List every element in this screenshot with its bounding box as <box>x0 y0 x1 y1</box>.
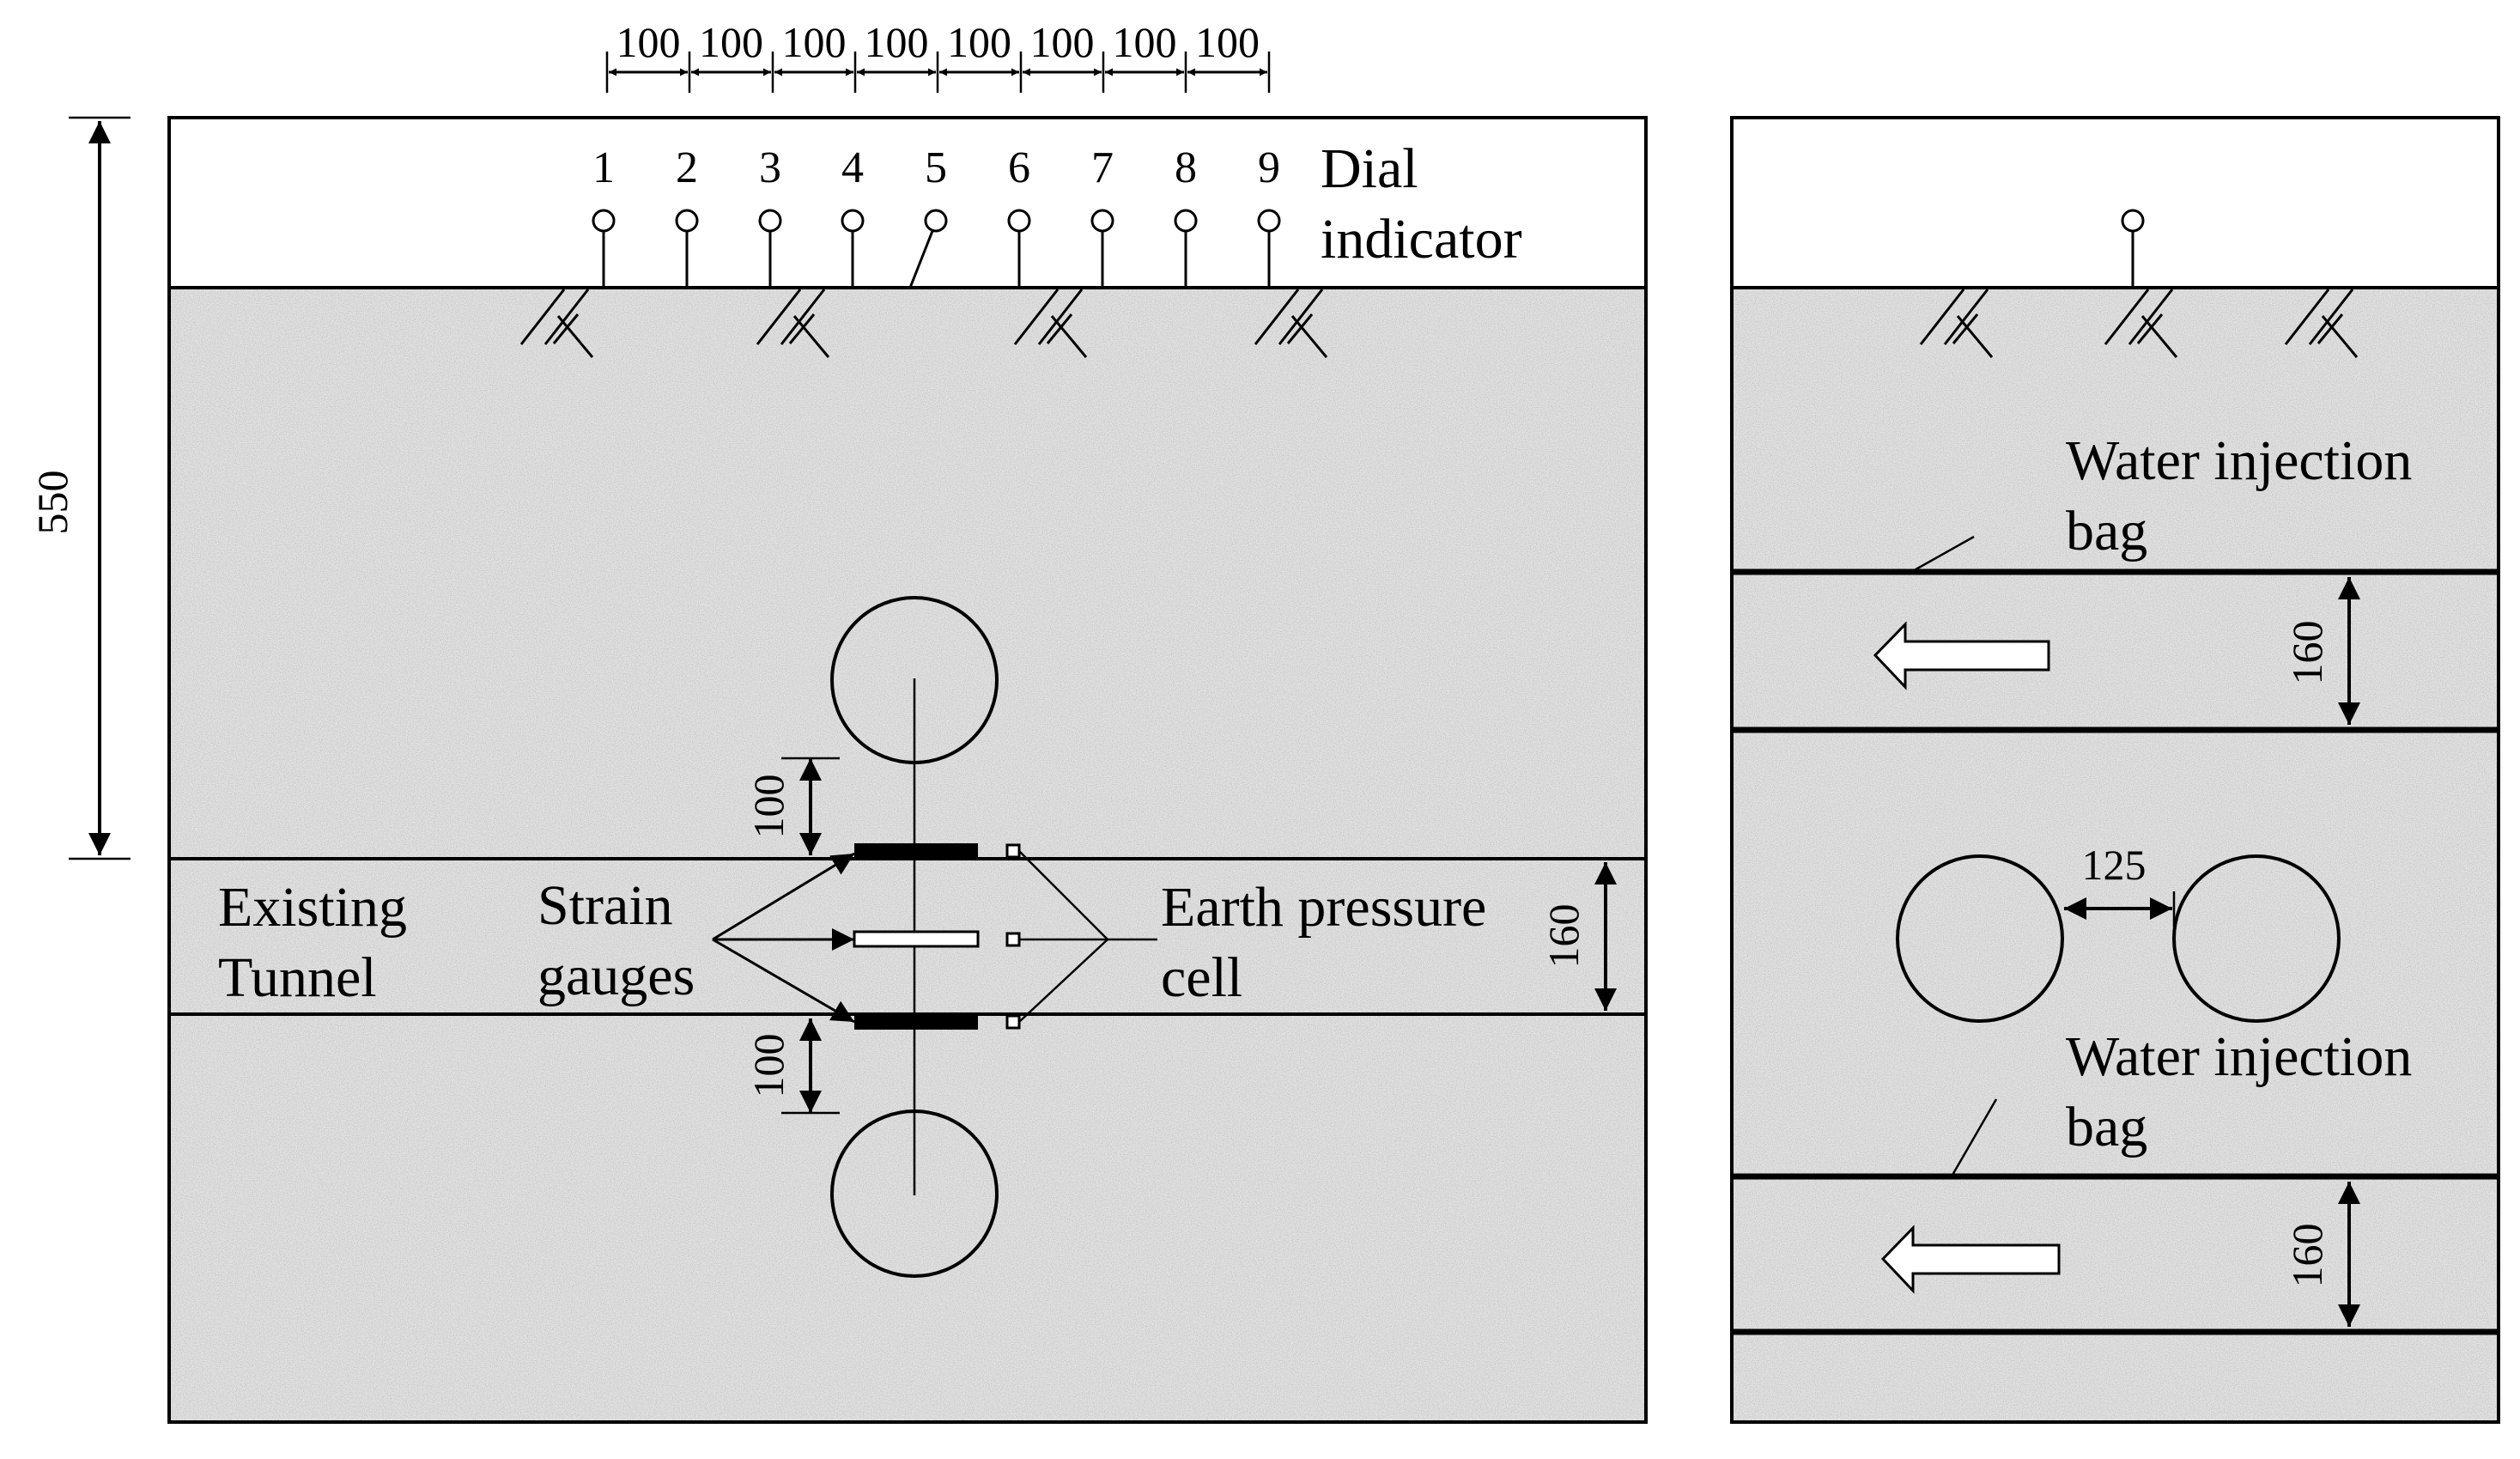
dial-stem <box>908 230 934 289</box>
dimension-label-2: 100 <box>699 18 763 66</box>
dial-indicator-4: 4 <box>841 143 865 288</box>
ground-hatch-1 <box>519 289 594 358</box>
dial-gauge-icon <box>592 209 616 233</box>
strain-gauges-label-line2: gauges <box>537 945 695 1007</box>
dimension-label-8: 100 <box>1195 18 1260 66</box>
dimension-label-6: 100 <box>1030 18 1095 66</box>
top-dimension-chain: 100 100 100 100 100 100 100 100 <box>605 18 1271 93</box>
right-dial-indicator <box>2121 209 2145 233</box>
dial-gauge-icon <box>1090 209 1114 233</box>
dial-number-label: 8 <box>1175 143 1197 192</box>
upper-water-bag-label-line2: bag <box>2066 500 2147 562</box>
dimension-label-3: 100 <box>782 18 847 66</box>
strain-gauge-bottom <box>854 1014 978 1030</box>
dial-number-label: 4 <box>841 143 864 192</box>
tunnel-width-dimension-label: 160 <box>1539 904 1588 969</box>
dial-gauge-icon <box>1174 209 1198 233</box>
right-pipe-circle <box>2172 854 2341 1023</box>
dial-indicator-8: 8 <box>1174 143 1198 288</box>
right-ground-hatch-1 <box>1919 289 1994 358</box>
strain-gauges-label-line1: Strain <box>537 874 673 937</box>
dial-gauge-icon <box>1257 209 1281 233</box>
existing-tunnel-label-line1: Existing <box>218 876 407 939</box>
earth-pressure-cell-label-line2: cell <box>1161 946 1242 1009</box>
earth-pressure-cell-label-line1: Earth pressure <box>1161 876 1486 939</box>
left-panel-frame <box>167 116 1648 1424</box>
dial-indicator-label-line1: Dial <box>1321 137 1418 200</box>
ground-hatch-3 <box>1013 289 1088 358</box>
upper-gap-dimension-label: 100 <box>744 775 792 839</box>
dial-number-label: 2 <box>676 143 698 192</box>
dimension-label-4: 100 <box>865 18 929 66</box>
right-soil-grain <box>1732 288 2499 1422</box>
dimension-label-5: 100 <box>947 18 1011 66</box>
dial-indicator-3: 3 <box>758 143 782 288</box>
strain-gauge-leader-bottom <box>712 938 855 1024</box>
pipe-spacing-dimension-label: 125 <box>2082 841 2147 889</box>
upper-direction-arrow <box>1873 621 2050 690</box>
ground-hatch-2 <box>756 289 830 358</box>
dial-number-label: 1 <box>592 143 615 192</box>
lower-water-bag-label-line1: Water injection <box>2066 1025 2412 1088</box>
ground-hatch-4 <box>1254 289 1328 358</box>
upper-water-bag-label-line1: Water injection <box>2066 429 2412 492</box>
lower-bag-dimension-label: 160 <box>2283 1224 2331 1288</box>
right-ground-hatch-3 <box>2284 289 2359 358</box>
dial-gauge-icon <box>841 209 865 233</box>
dial-indicator-5: 5 <box>908 143 948 289</box>
dial-gauge-icon <box>924 209 948 233</box>
dial-number-label: 9 <box>1258 143 1280 192</box>
dial-gauge-icon <box>1007 209 1031 233</box>
dial-number-label: 3 <box>759 143 781 192</box>
earth-cell-leader-top <box>1018 850 1108 940</box>
earth-pressure-cell-top <box>1005 843 1021 859</box>
right-ground-hatch-group <box>1919 289 2359 358</box>
lower-bag-label-leader <box>1950 1098 1998 1177</box>
left-pipe-circle <box>1896 854 2064 1023</box>
strain-gauge-top <box>854 843 978 859</box>
existing-tunnel-label-line2: Tunnel <box>218 946 377 1009</box>
strain-gauge-middle <box>853 930 980 948</box>
upper-bag-dimension-label: 160 <box>2283 621 2331 685</box>
lower-water-bag-label-line2: bag <box>2066 1096 2147 1158</box>
lower-direction-arrow <box>1880 1225 2061 1294</box>
dial-indicator-9: 9 <box>1257 143 1281 288</box>
earth-pressure-cell-middle <box>1005 932 1021 947</box>
dial-indicator-label-line2: indicator <box>1321 208 1522 271</box>
dial-gauge-icon <box>758 209 782 233</box>
ground-hatch-group <box>519 289 1328 358</box>
dimension-label-7: 100 <box>1113 18 1177 66</box>
dial-indicator-1: 1 <box>592 143 616 288</box>
dimension-label-1: 100 <box>616 18 681 66</box>
lower-gap-dimension-label: 100 <box>744 1034 792 1098</box>
dial-number-label: 5 <box>925 143 947 192</box>
height-dimension-label: 550 <box>28 471 76 535</box>
earth-cell-leader-bottom <box>1018 939 1108 1023</box>
dial-gauge-icon <box>675 209 699 233</box>
dial-indicator-7: 7 <box>1090 143 1114 288</box>
dial-number-label: 6 <box>1008 143 1030 192</box>
strain-gauge-leader-top <box>712 852 855 941</box>
earth-pressure-cell-bottom <box>1005 1014 1021 1030</box>
dial-indicator-group: 1 2 3 4 5 6 7 8 9 <box>592 143 1281 289</box>
dial-indicator-6: 6 <box>1007 143 1031 288</box>
right-panel-frame <box>1730 116 2500 1424</box>
upper-bag-label-leader <box>1910 535 1975 574</box>
right-ground-hatch-2 <box>2104 289 2178 358</box>
dial-indicator-2: 2 <box>675 143 699 288</box>
right-panel: Water injection bag Water injection bag … <box>1730 116 2500 1424</box>
dial-number-label: 7 <box>1091 143 1114 192</box>
